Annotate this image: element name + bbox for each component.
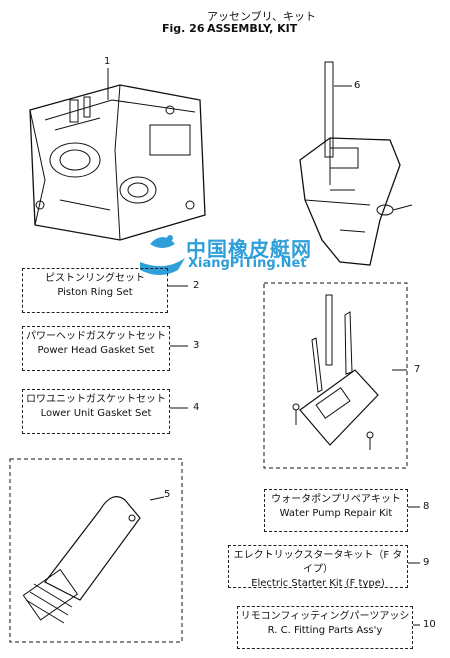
tiller-handle-drawing bbox=[22, 496, 141, 624]
title-japanese: アッセンブリ、キット bbox=[207, 10, 317, 23]
callout-number-6: 6 bbox=[354, 80, 361, 91]
callout-number-8: 8 bbox=[423, 501, 430, 512]
callout-number-3: 3 bbox=[193, 340, 200, 351]
callout-number-9: 9 bbox=[423, 557, 430, 568]
figure-number: Fig. 26 bbox=[162, 22, 205, 35]
lower-unit-drawing bbox=[299, 61, 413, 266]
callout-number-1: 1 bbox=[104, 56, 111, 67]
kit-label-en: R. C. Fitting Parts Ass'y bbox=[267, 625, 383, 636]
kit-label-en: Lower Unit Gasket Set bbox=[40, 408, 152, 419]
kit-label-jp: リモコンフィッティングパーツアッシ bbox=[240, 611, 410, 622]
kit-label-en: Water Pump Repair Kit bbox=[279, 508, 393, 519]
watermark-logo bbox=[140, 235, 185, 275]
callout-number-4: 4 bbox=[193, 402, 200, 413]
kit-label-jp: パワーヘッドガスケットセット bbox=[26, 331, 166, 342]
kit-label-jp: ピストンリングセット bbox=[45, 273, 145, 284]
kit-label-jp: ロワユニットガスケットセット bbox=[26, 394, 166, 405]
watermark-url: XiangPiTing.Net bbox=[188, 256, 307, 271]
kit-label-jp: ウォータポンプリペアキット bbox=[271, 494, 401, 505]
kit-label-en: Piston Ring Set bbox=[57, 287, 133, 298]
kit-label-water-pump-repair-kit: ウォータポンプリペアキット Water Pump Repair Kit bbox=[264, 489, 408, 532]
callout-number-5: 5 bbox=[164, 489, 171, 500]
callout-number-7: 7 bbox=[414, 364, 421, 375]
power-head-drawing bbox=[29, 84, 206, 241]
kit-label-en: Electric Starter Kit (F type) bbox=[251, 578, 385, 589]
kit-label-jp: エレクトリックスタータキット（F タイプ） bbox=[233, 550, 403, 575]
water-pump-parts-drawing bbox=[292, 294, 379, 450]
callout-number-2: 2 bbox=[193, 280, 200, 291]
kit-label-en: Power Head Gasket Set bbox=[37, 345, 155, 356]
callout-number-10: 10 bbox=[423, 619, 436, 630]
watermark-name: 中国橡皮艇网 bbox=[186, 237, 312, 261]
kit-label-piston-ring-set: ピストンリングセット Piston Ring Set bbox=[22, 268, 168, 313]
figure-title: ASSEMBLY, KIT bbox=[207, 22, 298, 35]
kit-label-power-head-gasket-set: パワーヘッドガスケットセット Power Head Gasket Set bbox=[22, 326, 170, 371]
kit-label-rc-fitting-parts-assy: リモコンフィッティングパーツアッシ R. C. Fitting Parts As… bbox=[237, 606, 413, 649]
kit-label-electric-starter-kit: エレクトリックスタータキット（F タイプ） Electric Starter K… bbox=[228, 545, 408, 589]
kit-label-lower-unit-gasket-set: ロワユニットガスケットセット Lower Unit Gasket Set bbox=[22, 389, 170, 434]
